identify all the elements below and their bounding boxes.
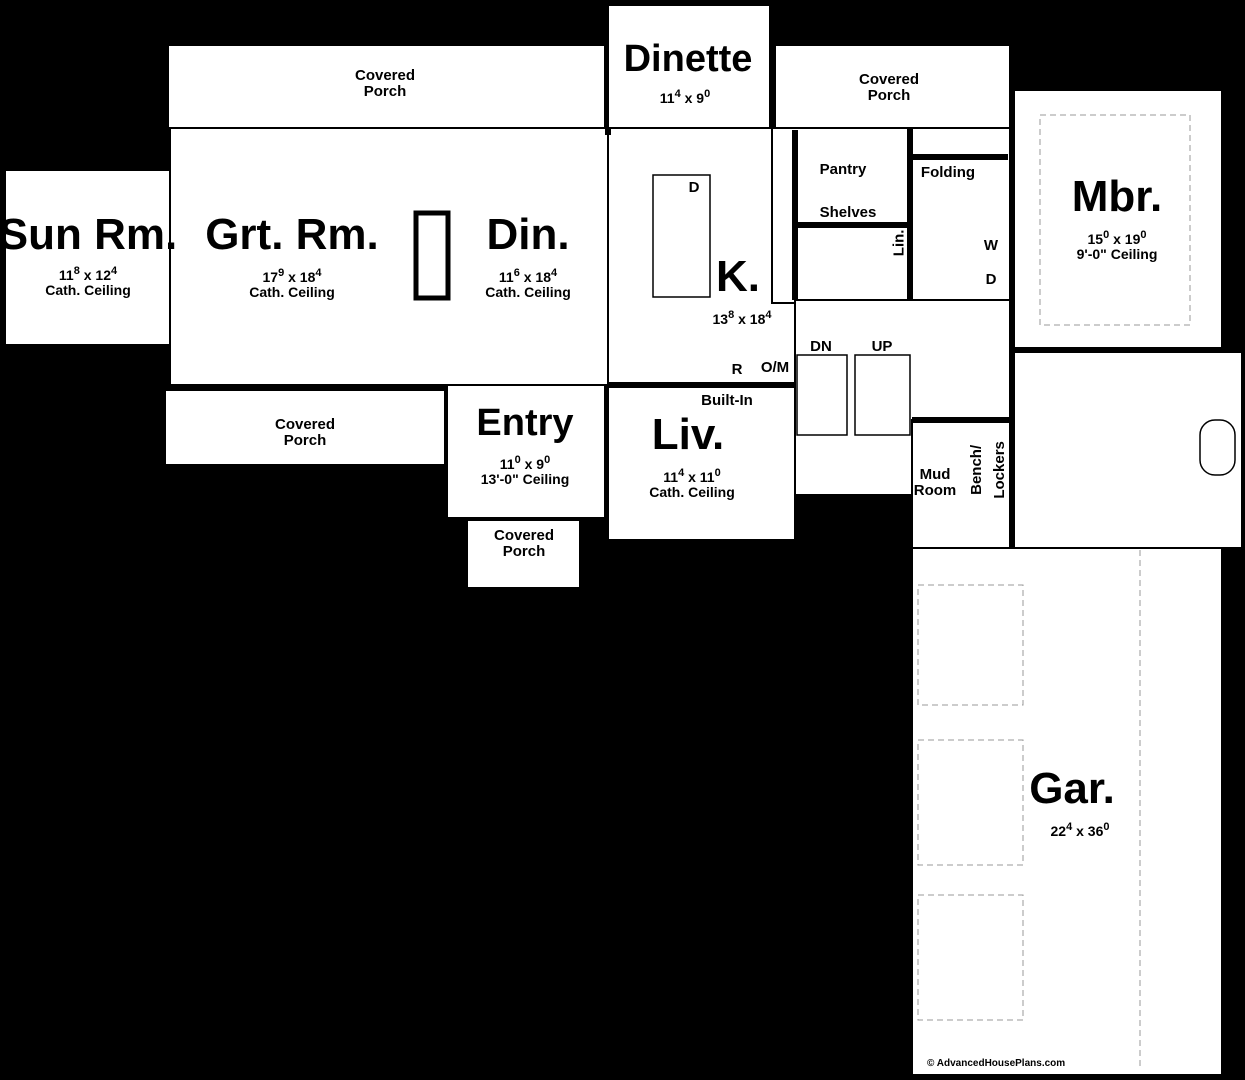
oven-microwave-label: O/M [760,359,790,376]
living-room [607,384,796,541]
dishwasher-label: D [688,179,700,196]
great-room-label: Grt. Rm. [205,210,379,259]
entry [446,384,606,519]
washer-label: W [983,237,999,254]
dining-label: Din. [486,210,570,259]
covered-porch-top-left [167,44,606,129]
dinette-dims: 114 x 90 [659,88,711,106]
stairs-down [796,354,848,436]
lockers-label: Lockers [991,441,1009,499]
sun-room [4,169,171,346]
kitchen-island [652,174,711,298]
great-room-area [169,127,611,386]
built-in-label: Built-In [701,392,753,409]
stairs-down-label: DN [810,338,832,355]
bathtub [1199,419,1236,476]
folding-label: Folding [920,164,976,181]
entry-label: Entry [476,402,574,444]
refrigerator-label: R [731,361,743,378]
covered-porch-bottom-left [164,389,446,466]
dinette-area [607,4,771,136]
shelves-label: Shelves [819,204,877,221]
sun-room-label: Sun Rm. [0,210,178,259]
covered-porch-top-right [774,44,1011,129]
kitchen-dims: 138 x 184 [712,309,772,327]
fireplace [413,210,451,301]
garage-dims: 224 x 360 [1050,821,1110,839]
stairs-up [854,354,911,436]
dinette-label: Dinette [623,38,753,80]
kitchen-label: K. [716,252,760,301]
bench-label: Bench/ [968,444,986,495]
living-label: Liv. [651,410,725,459]
master-bedroom [1011,89,1223,351]
master-label: Mbr. [1071,172,1163,221]
linen-label: Lin. [890,229,908,257]
covered-porch-entry [466,519,581,589]
pantry-label: Pantry [819,161,867,178]
garage-label: Gar. [1029,764,1115,813]
copyright-notice: © AdvancedHousePlans.com [927,1058,1066,1069]
dryer-label: D [985,271,997,288]
stairs-up-label: UP [871,338,893,355]
garage [911,547,1223,1076]
